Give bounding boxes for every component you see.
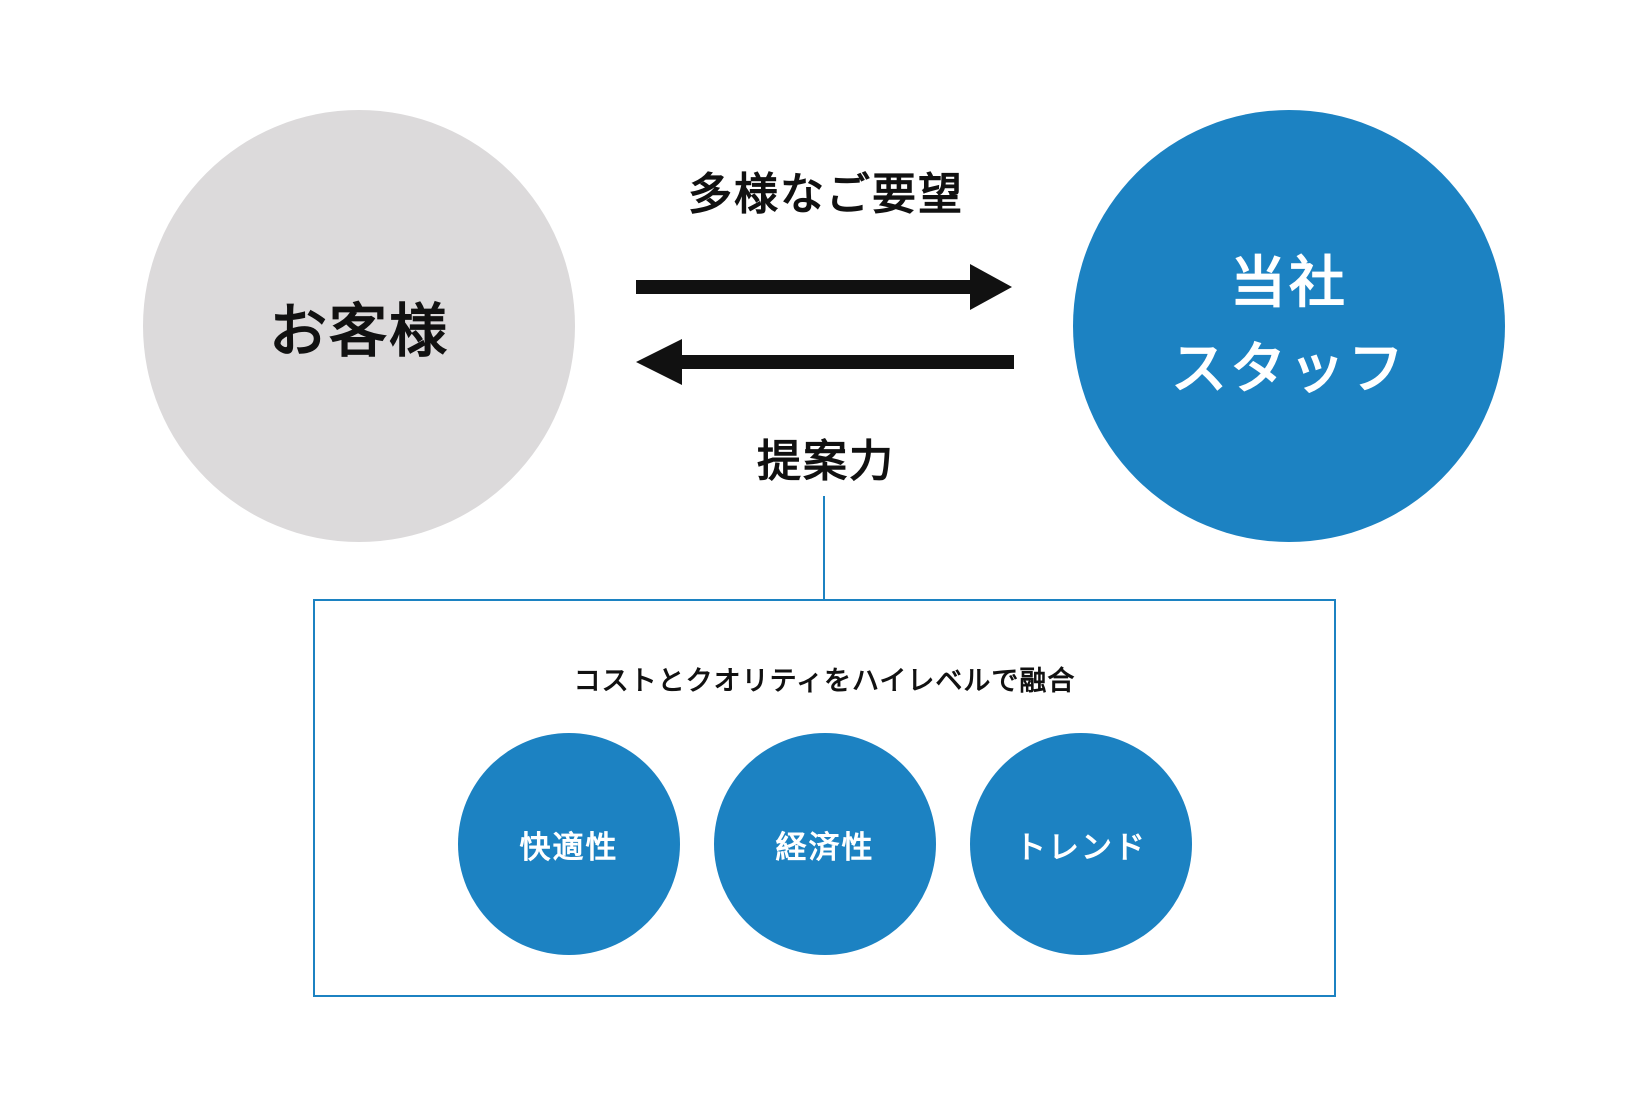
company-label-line2: スタッフ bbox=[1171, 336, 1407, 402]
company-label-line1: 当社 bbox=[1230, 250, 1348, 316]
feature-circle-trend: トレンド bbox=[970, 733, 1192, 955]
feature-circle-economy: 経済性 bbox=[714, 733, 936, 955]
feature-circle-comfort: 快適性 bbox=[458, 733, 680, 955]
feature-label: 快適性 bbox=[519, 829, 619, 866]
feature-heading: コストとクオリティをハイレベルで融合 bbox=[573, 666, 1076, 697]
feature-label: 経済性 bbox=[775, 829, 875, 866]
arrow-right-icon bbox=[636, 264, 1012, 310]
customer-label: お客様 bbox=[268, 297, 449, 365]
arrow-left-icon bbox=[636, 339, 1014, 385]
feature-label: トレンド bbox=[1015, 829, 1147, 866]
company-circle: 当社 スタッフ bbox=[1073, 110, 1505, 542]
customer-circle: お客様 bbox=[143, 110, 575, 542]
proposal-flow-label: 提案力 bbox=[757, 436, 895, 487]
request-flow-label: 多様なご要望 bbox=[688, 169, 964, 220]
feature-box: コストとクオリティをハイレベルで融合 bbox=[313, 599, 1336, 997]
